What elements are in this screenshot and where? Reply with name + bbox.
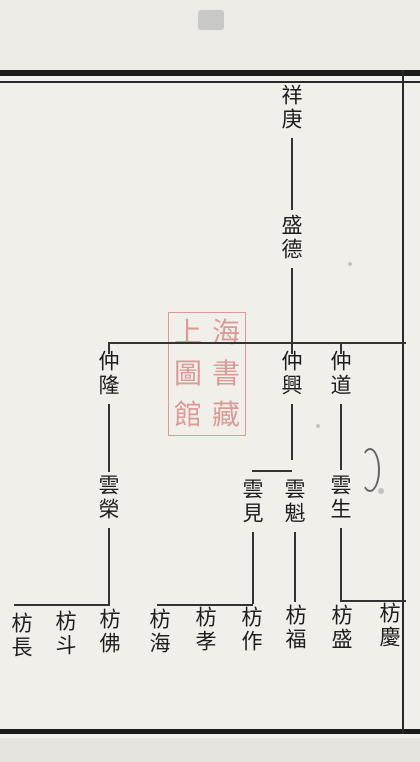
- name-zhong-dao: 仲道: [328, 350, 352, 398]
- name-zhong-long: 仲隆: [96, 350, 120, 398]
- connector-line: [14, 604, 110, 606]
- connector-line: [108, 528, 110, 604]
- name-yun-kui: 雲魁: [282, 478, 306, 526]
- name-fang-zuo: 枋作: [239, 606, 263, 654]
- name-fang-zhang: 枋長: [9, 612, 33, 660]
- connector-line: [291, 268, 293, 342]
- connector-line: [252, 532, 254, 604]
- seal-char: 圖: [173, 356, 202, 390]
- name-fang-fo: 枋佛: [97, 608, 121, 656]
- frame-bottom-border: [0, 729, 420, 734]
- connector-line: [108, 342, 110, 354]
- connector-line: [291, 138, 293, 210]
- name-fang-xiao: 枋孝: [193, 606, 217, 654]
- connector-line: [108, 404, 110, 472]
- name-fang-hai: 枋海: [147, 608, 171, 656]
- connector-line: [157, 604, 253, 606]
- seal-char: 書: [211, 356, 240, 390]
- seal-char: 館: [173, 397, 202, 431]
- name-xiang-geng: 祥庚: [279, 84, 303, 132]
- top-margin: [0, 0, 420, 70]
- name-yun-sheng: 雲生: [328, 474, 352, 522]
- bottom-margin: [0, 738, 420, 762]
- ink-stain: [348, 262, 352, 266]
- name-fang-fu: 枋福: [283, 604, 307, 652]
- library-seal: 上 海 圖 書 館 藏: [168, 312, 246, 436]
- name-yun-rong: 雲榮: [96, 474, 120, 522]
- name-fang-sheng: 枋盛: [329, 604, 353, 652]
- ink-stain: [198, 10, 224, 30]
- ink-stain: [316, 424, 320, 428]
- name-sheng-de: 盛德: [279, 214, 303, 262]
- ink-stain: [360, 448, 380, 492]
- connector-line: [340, 404, 342, 470]
- connector-line: [291, 342, 293, 354]
- seal-char: 藏: [211, 397, 240, 431]
- name-fang-qing: 枋慶: [377, 602, 401, 650]
- connector-line: [291, 404, 293, 460]
- name-zhong-xing: 仲興: [279, 350, 303, 398]
- name-fang-dou: 枋斗: [53, 610, 77, 658]
- connector-line: [340, 342, 342, 354]
- frame-top-border: [0, 70, 420, 76]
- connector-line: [108, 342, 406, 344]
- name-yun-jian: 雲見: [240, 478, 264, 526]
- connector-line: [340, 600, 406, 602]
- frame-top-inner-border: [0, 81, 420, 83]
- frame-right-border: [402, 70, 404, 734]
- connector-line: [340, 528, 342, 602]
- connector-line: [252, 470, 292, 472]
- ink-stain: [378, 488, 384, 494]
- connector-line: [294, 532, 296, 602]
